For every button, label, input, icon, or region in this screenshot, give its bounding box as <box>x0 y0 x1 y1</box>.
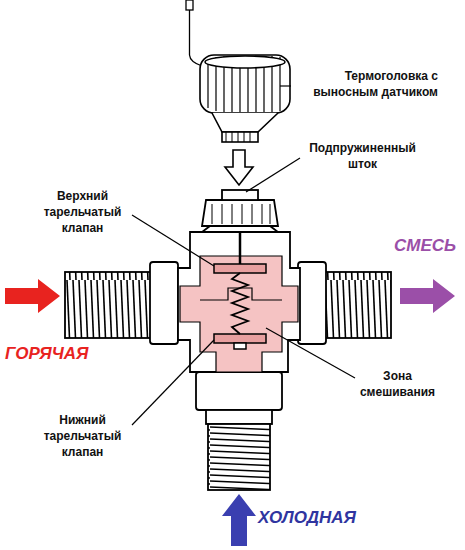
valve-body-part <box>325 272 391 338</box>
valve-body-part <box>202 200 278 226</box>
leader-lines-part <box>280 85 291 86</box>
valve-discs-part <box>239 232 242 264</box>
valve-body-part <box>150 262 178 344</box>
valve-discs-part <box>214 264 266 273</box>
callout-label: Зона смешивания <box>350 368 445 400</box>
sensor-capillary-part <box>190 10 203 66</box>
callout-label: Подпружиненный шток <box>300 140 425 172</box>
leader-lines-part <box>266 328 355 378</box>
flow-label: ХОЛОДНАЯ <box>258 508 373 528</box>
valve-body-part <box>196 372 282 410</box>
valve-discs-part <box>232 273 248 334</box>
leader-lines-part <box>246 158 300 192</box>
thermostatic-head-part <box>212 113 278 132</box>
leader-lines <box>132 86 355 425</box>
sensor-capillary-part <box>186 0 193 10</box>
valve-discs-part <box>234 343 246 349</box>
flow-label: СМЕСЬ <box>385 236 465 256</box>
flow-chamber-part <box>180 256 298 372</box>
valve-body-part <box>212 204 270 224</box>
valve-body <box>65 190 391 490</box>
sensor-capillary <box>186 0 202 66</box>
thermostatic-head <box>200 55 290 142</box>
valve-body-part <box>222 190 258 200</box>
thermostatic-head-part <box>205 56 285 68</box>
cold-arrow <box>222 494 256 546</box>
push-arrow <box>225 150 253 185</box>
thermostatic-head-part <box>226 132 250 142</box>
valve-body-part <box>208 424 270 490</box>
valve-discs <box>214 232 266 349</box>
callout-label: Нижний тарельчатый клапан <box>30 412 135 460</box>
callout-label: Термоголовка с выносным датчиком <box>288 68 438 100</box>
valve-body-part <box>298 262 326 344</box>
mix-arrow <box>400 279 455 313</box>
valve-body-part <box>178 232 300 372</box>
valve-body-part <box>65 272 153 338</box>
leader-lines-part <box>132 215 214 266</box>
thermostatic-head-part <box>200 55 290 113</box>
valve-discs-part <box>214 334 266 343</box>
callout-label: Верхний тарельчатый клапан <box>30 188 135 236</box>
flow-label: ГОРЯЧАЯ <box>5 344 100 364</box>
valve-body-part <box>206 410 272 424</box>
leader-lines-part <box>132 340 214 425</box>
thermostatic-head-part <box>222 132 258 142</box>
flow-chamber <box>180 256 298 372</box>
hot-arrow <box>5 279 60 313</box>
